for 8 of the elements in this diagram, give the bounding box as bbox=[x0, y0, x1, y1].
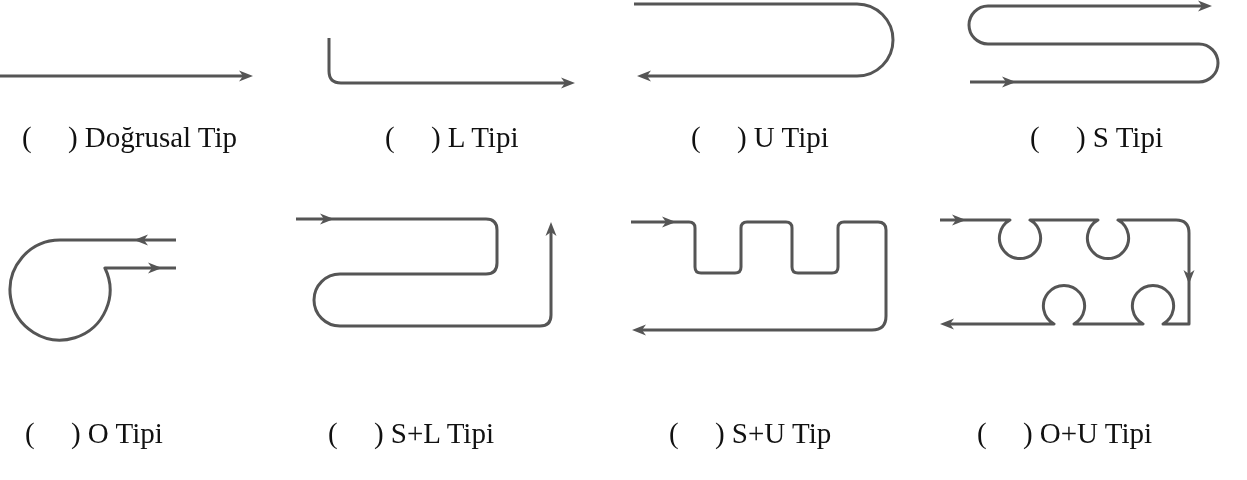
option-label: ( ) S+U Tip bbox=[669, 417, 832, 451]
option-label: ( ) O Tipi bbox=[25, 417, 163, 451]
option-label: ( ) S Tipi bbox=[1030, 121, 1163, 155]
option-label: ( ) Doğrusal Tip bbox=[22, 121, 238, 155]
option-label: ( ) U Tipi bbox=[691, 121, 829, 155]
option-label: ( ) L Tipi bbox=[385, 121, 519, 155]
option-label: ( ) S+L Tipi bbox=[328, 417, 494, 451]
option-label: ( ) O+U Tipi bbox=[977, 417, 1153, 451]
